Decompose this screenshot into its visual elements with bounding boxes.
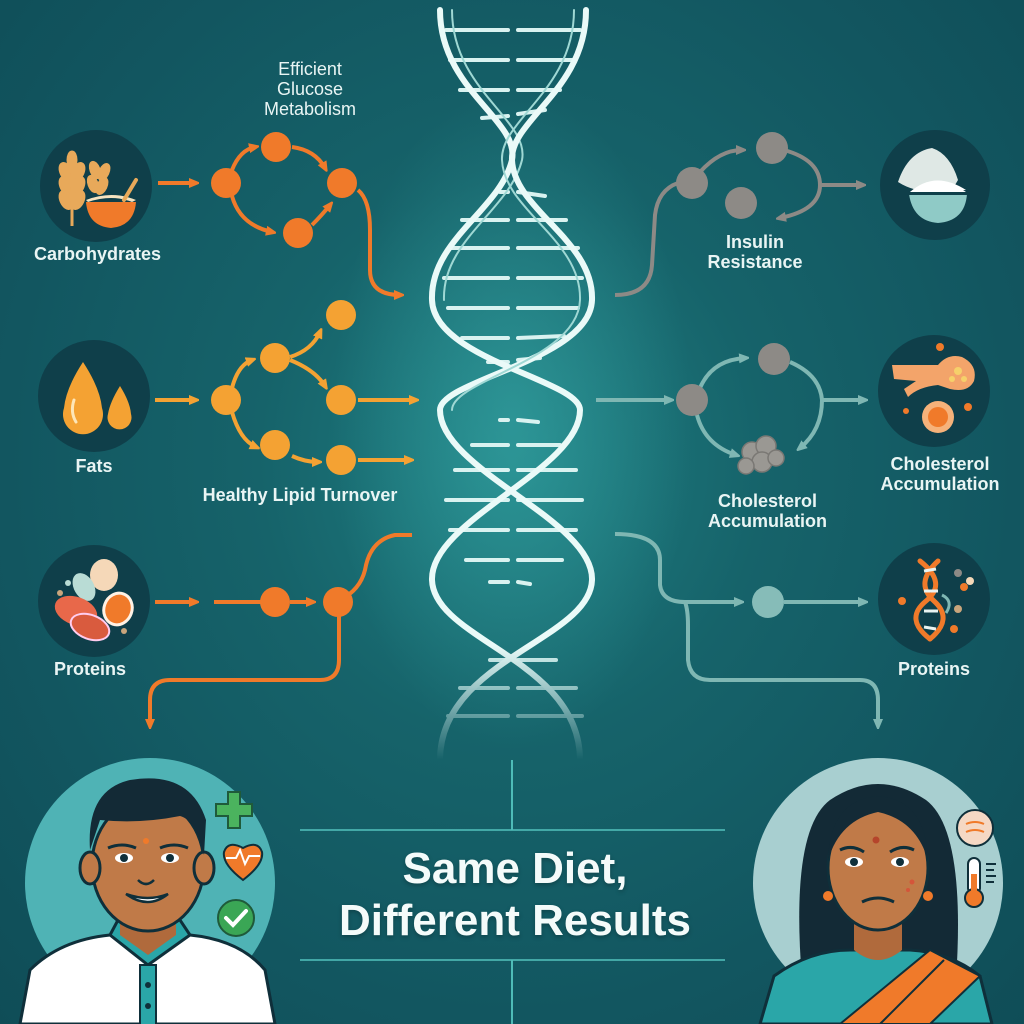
cholesterol-pathway-line-1: Cholesterol <box>717 491 818 511</box>
lipid-pathway <box>155 332 415 462</box>
proteins-icon <box>38 545 150 657</box>
sugar-bowl-icon <box>880 130 990 240</box>
glucose-pathway <box>158 147 400 295</box>
title-line-1: Same Diet, <box>402 844 628 893</box>
protein-pathway-left <box>150 533 412 725</box>
insulin-line-2: Resistance <box>707 251 803 272</box>
cholesterol-outcome-line-1: Cholesterol <box>890 454 990 474</box>
carbohydrates-icon <box>40 130 152 242</box>
protein-pathway-right <box>614 532 878 725</box>
proteins-label-right: Proteins <box>897 659 971 679</box>
fats-label: Fats <box>75 456 113 476</box>
plaque-cluster-icon <box>737 435 785 475</box>
thermometer-icon <box>964 857 996 908</box>
fats-icon <box>38 340 150 452</box>
title-line-2: Different Results <box>338 895 692 945</box>
heart-pulse-icon <box>222 843 264 882</box>
healthy-man-avatar <box>0 740 320 1024</box>
check-icon <box>217 899 255 937</box>
glucose-line-3: Metabolism <box>263 98 357 119</box>
dna-molecule-icon <box>878 543 990 655</box>
glucose-line-1: Efficient <box>278 59 342 79</box>
cholesterol-pathway-label: Cholesterol Accumulation <box>690 491 845 532</box>
clogged-artery-icon <box>878 335 990 447</box>
carbohydrates-label: Carbohydrates <box>33 244 162 264</box>
glucose-metabolism-label: Efficient Glucose Metabolism <box>240 59 380 119</box>
cholesterol-pathway-line-2: Accumulation <box>707 510 827 531</box>
insulin-resistance-label: Insulin Resistance <box>690 232 820 273</box>
nauseous-face-icon <box>956 809 994 847</box>
cholesterol-pathway <box>596 358 864 455</box>
lipid-turnover-label: Healthy Lipid Turnover <box>202 485 398 505</box>
glucose-line-2: Glucose <box>276 78 344 99</box>
insulin-line-1: Insulin <box>726 232 784 252</box>
plus-icon <box>215 791 253 829</box>
cholesterol-outcome-label: Cholesterol Accumulation <box>860 454 1020 495</box>
page-title: Same Diet, Different Results <box>300 843 730 947</box>
proteins-label-left: Proteins <box>53 659 127 679</box>
unwell-woman-avatar <box>730 740 1024 1024</box>
insulin-pathway <box>614 150 862 297</box>
cholesterol-outcome-line-2: Accumulation <box>880 473 1000 494</box>
